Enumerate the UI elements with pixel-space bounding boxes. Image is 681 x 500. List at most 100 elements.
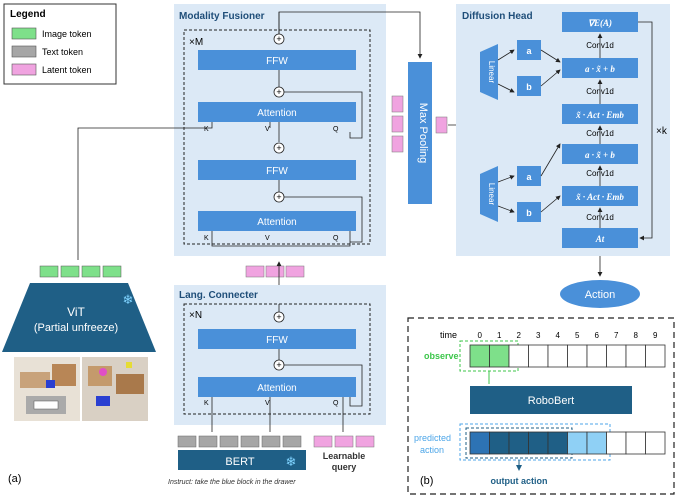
time-tick: 4	[556, 331, 561, 340]
predicted-cell	[508, 431, 529, 455]
predicted-cell	[586, 431, 607, 455]
observe-cell	[586, 344, 607, 368]
bert-label: BERT	[225, 456, 254, 468]
fusioner-q-label-2: Q	[333, 235, 339, 242]
linear-lower-label: Linear	[487, 183, 496, 206]
param-a-lower: a	[526, 172, 532, 182]
param-b-lower: b	[526, 208, 532, 218]
time-tick: 3	[536, 331, 541, 340]
affine-block-upper	[562, 58, 638, 78]
fusioner-attention-lower	[198, 211, 356, 231]
instruction-text: Instruct: take the blue block in the dra…	[168, 479, 296, 486]
vit-title: ViT	[67, 305, 85, 319]
svg-text:+: +	[276, 360, 281, 370]
time-tick: 9	[653, 331, 658, 340]
vit-subtitle: (Partial unfreeze)	[34, 322, 118, 334]
bert-block	[178, 450, 306, 470]
svg-text:+: +	[276, 143, 281, 153]
linear-lower	[480, 166, 498, 222]
param-b-upper: b	[526, 82, 532, 92]
predicted-cell	[547, 431, 568, 455]
observe-cell	[508, 344, 529, 368]
fusioner-attention-lower-label: Attention	[257, 217, 296, 228]
observe-cell	[469, 344, 490, 368]
time-tick: 7	[614, 331, 619, 340]
param-a-upper: a	[526, 46, 532, 56]
action-output	[560, 280, 640, 308]
affine-label-upper: a · x̃ + b	[585, 64, 615, 74]
fusioner-ffw-upper-label: FFW	[266, 56, 288, 67]
legend-label-text: Text token	[42, 47, 83, 57]
text-tokens	[177, 435, 302, 448]
connecter-q-label: Q	[333, 400, 339, 407]
legend-swatch-image	[11, 27, 37, 40]
fusioner-title: Modality Fusioner	[179, 11, 265, 22]
observe-cell	[625, 344, 646, 368]
observe-cell	[645, 344, 666, 368]
learnable-query-label-1: Learnable	[323, 451, 366, 461]
diffusion-repeat-label: ×k	[656, 126, 668, 137]
grad-energy-label: ∇E(A)	[588, 18, 612, 28]
output-action-label: output action	[491, 476, 548, 486]
fusioner-attention-upper	[198, 102, 356, 122]
at-block	[562, 228, 638, 248]
observe-cell	[567, 344, 588, 368]
time-tick: 1	[497, 331, 502, 340]
legend-swatch-text	[11, 45, 37, 58]
act-emb-block-lower	[562, 186, 638, 206]
predicted-cell	[567, 431, 588, 455]
time-tick: 8	[634, 331, 639, 340]
time-tick: 2	[517, 331, 522, 340]
predicted-cell	[645, 431, 666, 455]
connecter-attention	[198, 377, 356, 397]
observe-cell	[528, 344, 549, 368]
connecter-ffw-label: FFW	[266, 335, 288, 346]
linear-upper-label: Linear	[487, 61, 496, 84]
connecter-repeat-label: ×N	[189, 310, 202, 321]
fusioner-attention-upper-label: Attention	[257, 108, 296, 119]
max-pooling-label: Max Pooling	[417, 103, 429, 164]
observe-row	[469, 344, 666, 368]
connecter-repeat-box	[183, 303, 371, 415]
panel-b-label: (b)	[420, 475, 433, 487]
fusioner-repeat-label: ×M	[189, 37, 203, 48]
connecter-title: Lang. Connecter	[179, 290, 258, 301]
predicted-label-1: predicted	[414, 433, 451, 443]
connecter-k-label: K	[204, 400, 209, 407]
linear-upper	[480, 44, 498, 100]
snowflake-icon: ❄	[286, 454, 297, 469]
fusioner-ffw-upper	[198, 50, 356, 70]
learnable-query-tokens	[313, 435, 375, 448]
fusioner-k-label-2: K	[204, 235, 209, 242]
svg-text:+: +	[276, 312, 281, 322]
latent-tokens-mid	[245, 265, 305, 278]
act-emb-label-upper: x̃ · Act · Emb	[575, 110, 624, 120]
residual-add-icon	[273, 142, 285, 154]
legend-swatch-latent	[11, 63, 37, 76]
predicted-cell	[528, 431, 549, 455]
observe-cell	[606, 344, 627, 368]
observation-images	[14, 357, 148, 421]
connecter-attention-label: Attention	[257, 383, 296, 394]
svg-text:+: +	[276, 87, 281, 97]
panel-b-frame	[407, 317, 675, 495]
legend: Legend Image token Text token Latent tok…	[3, 3, 117, 85]
robobert-block	[470, 386, 632, 414]
time-ticks: 0 1 2 3 4 5 6 7 8 9	[478, 331, 659, 340]
time-tick: 5	[575, 331, 580, 340]
connecter-panel	[174, 285, 386, 425]
legend-title: Legend	[10, 9, 46, 20]
act-emb-block-upper	[562, 104, 638, 124]
action-label: Action	[585, 289, 616, 301]
panel-a-label: (a)	[8, 473, 21, 485]
fusioner-v-label-2: V	[265, 235, 270, 242]
legend-label-image: Image token	[42, 29, 92, 39]
time-tick: 0	[478, 331, 483, 340]
predicted-cell	[625, 431, 646, 455]
connecter-ffw	[198, 329, 356, 349]
time-tick: 6	[595, 331, 600, 340]
legend-label-latent: Latent token	[42, 65, 92, 75]
affine-label-lower: a · x̃ + b	[585, 150, 615, 160]
